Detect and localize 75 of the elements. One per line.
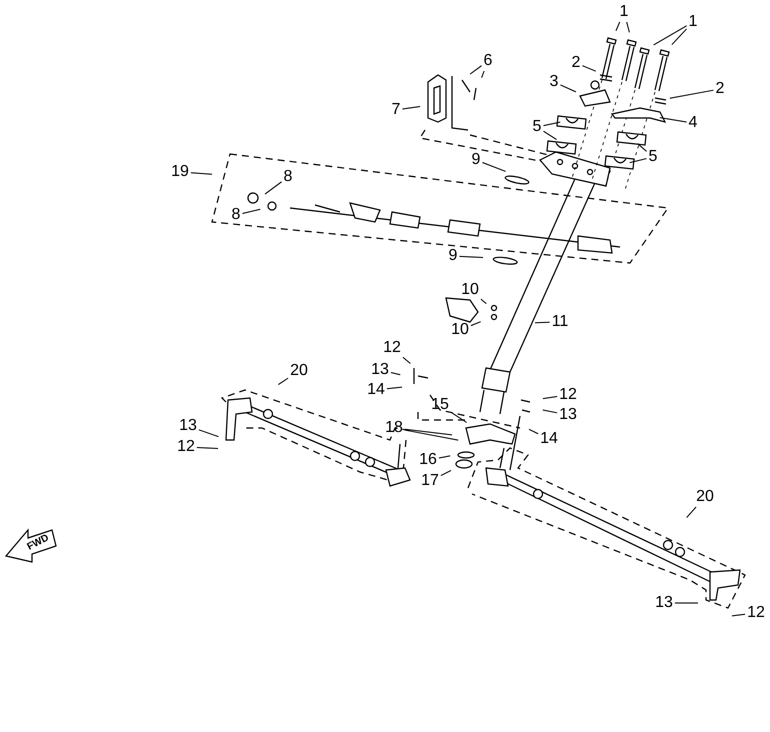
leader-line xyxy=(615,22,620,32)
leader-line xyxy=(402,356,411,364)
callout-number: 11 xyxy=(552,314,568,330)
leader-line xyxy=(626,22,630,33)
callout-number: 2 xyxy=(572,55,580,71)
leader-line xyxy=(582,65,596,72)
callout-number: 10 xyxy=(461,282,479,298)
callout-number: 9 xyxy=(448,248,458,264)
callout-number: 6 xyxy=(484,53,492,69)
callout-number: 1 xyxy=(688,14,698,30)
leader-line xyxy=(528,428,539,434)
leader-line xyxy=(386,386,403,390)
leader-line xyxy=(198,429,220,438)
callout-number: 20 xyxy=(290,363,308,379)
leader-line xyxy=(686,506,697,518)
leader-line xyxy=(542,396,558,400)
callout-number: 15 xyxy=(431,397,449,413)
leader-line xyxy=(669,90,714,99)
callout-number: 8 xyxy=(232,207,240,223)
callout-number: 18 xyxy=(385,420,403,436)
leader-line xyxy=(629,158,648,164)
leader-line xyxy=(404,428,453,436)
leader-line xyxy=(653,25,688,46)
leader-line xyxy=(440,470,452,476)
leader-line xyxy=(560,84,576,92)
leader-line xyxy=(404,430,459,441)
leader-line xyxy=(470,321,482,326)
callout-number: 12 xyxy=(383,340,401,356)
leader-line xyxy=(450,412,468,423)
callout-number: 13 xyxy=(655,595,673,611)
callout-number: 17 xyxy=(421,473,439,489)
callout-number: 14 xyxy=(540,431,558,447)
leader-line xyxy=(196,447,218,450)
leader-line xyxy=(402,106,421,110)
leader-line xyxy=(480,298,487,304)
leader-line xyxy=(278,378,289,386)
leader-line xyxy=(659,117,688,122)
direction-label: FWD xyxy=(26,533,51,553)
callout-number: 4 xyxy=(688,115,698,131)
leader-line xyxy=(637,143,648,152)
callout-number: 5 xyxy=(532,119,542,135)
leader-line xyxy=(438,455,451,458)
callout-number: 8 xyxy=(284,169,292,185)
leader-line xyxy=(674,602,698,604)
leader-line xyxy=(671,28,688,46)
leader-line xyxy=(458,256,484,258)
callout-number: 19 xyxy=(171,164,189,180)
callout-number: 7 xyxy=(392,102,400,118)
callout-number: 12 xyxy=(177,439,195,455)
leader-line xyxy=(242,208,261,214)
callout-number: 10 xyxy=(451,322,469,338)
leader-line xyxy=(190,172,213,175)
callout-number: 20 xyxy=(696,489,714,505)
leader-line xyxy=(534,322,550,324)
leader-line xyxy=(731,614,746,616)
callout-number: 9 xyxy=(472,152,480,168)
leader-line xyxy=(264,181,282,195)
callout-number: 13 xyxy=(179,418,197,434)
leader-line xyxy=(470,65,482,75)
callout-number: 2 xyxy=(716,81,724,97)
callout-number: 1 xyxy=(620,4,628,20)
callout-number: 16 xyxy=(419,452,437,468)
callout-number: 12 xyxy=(747,605,765,621)
callout-number: 14 xyxy=(367,382,385,398)
callout-number: 13 xyxy=(559,407,577,423)
callout-number: 13 xyxy=(371,362,389,378)
callout-number: 12 xyxy=(559,387,577,403)
leader-line xyxy=(481,70,485,78)
leader-line xyxy=(542,130,558,140)
callout-number: 3 xyxy=(550,74,558,90)
callout-number: 5 xyxy=(648,149,658,165)
leader-line xyxy=(390,372,401,376)
leader-line xyxy=(542,409,558,414)
leader-line xyxy=(482,162,506,172)
leader-line xyxy=(542,122,561,126)
